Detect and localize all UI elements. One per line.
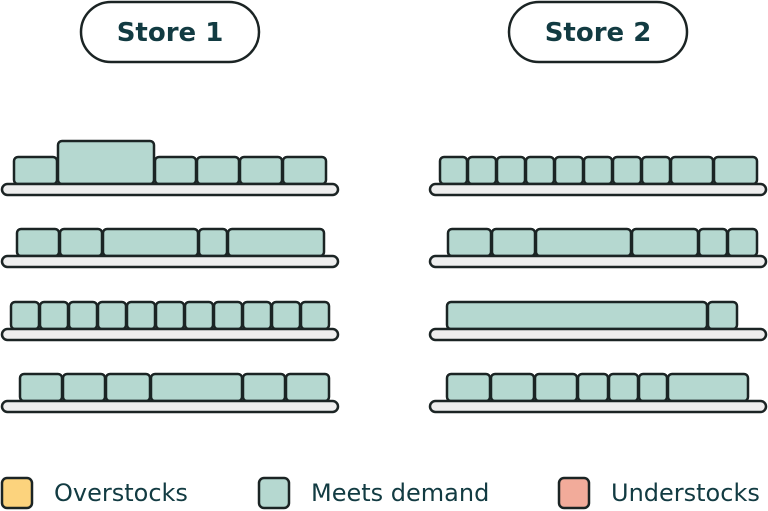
store-2-shelf-3 (428, 300, 768, 342)
shelf-board (428, 254, 768, 269)
product-box (445, 300, 709, 331)
product-box (153, 155, 198, 186)
legend-swatch-meets-demand (257, 476, 291, 510)
product-box (630, 227, 700, 258)
product-box (438, 155, 469, 186)
store-2-shelf-1 (428, 155, 768, 197)
product-box (195, 155, 241, 186)
store-1-label-group: Store 1 (79, 0, 261, 64)
product-box (15, 227, 61, 258)
store-2-shelf-4 (428, 372, 768, 414)
product-box (534, 227, 633, 258)
product-box (533, 372, 579, 403)
store-1-shelf-4 (0, 372, 340, 414)
product-box (183, 300, 215, 331)
store-1-shelf-2 (0, 227, 340, 269)
product-box (125, 300, 157, 331)
product-box (489, 372, 536, 403)
legend-swatch-understocks (557, 476, 591, 510)
product-box (101, 227, 200, 258)
legend-label-understocks: Understocks (611, 479, 760, 507)
product-box (104, 372, 152, 403)
store-2-label: Store 2 (545, 18, 652, 48)
product-box (445, 372, 492, 403)
product-box (299, 300, 331, 331)
legend-swatch-overstocks (0, 476, 34, 510)
product-box (490, 227, 537, 258)
product-box (495, 155, 527, 186)
store-2-label-group: Store 2 (507, 0, 689, 64)
shelf-board (0, 254, 340, 269)
product-box (67, 300, 99, 331)
product-box (154, 300, 186, 331)
product-box (576, 372, 610, 403)
product-box (640, 155, 672, 186)
product-box (9, 300, 41, 331)
product-box (284, 372, 331, 403)
product-box (238, 155, 284, 186)
product-box (18, 372, 64, 403)
product-box (582, 155, 614, 186)
store-1-shelf-3 (0, 300, 340, 342)
product-box (666, 372, 750, 403)
store-1-label-pill (79, 0, 261, 64)
product-box (712, 155, 759, 186)
product-box (149, 372, 244, 403)
store-2-label-pill (507, 0, 689, 64)
shelf-board (0, 182, 340, 197)
legend: Overstocks Meets demand Understocks (0, 476, 760, 510)
product-box (706, 300, 739, 331)
legend-label-overstocks: Overstocks (54, 479, 188, 507)
product-box (270, 300, 302, 331)
product-box (12, 155, 59, 186)
product-box (669, 155, 715, 186)
product-box (38, 300, 70, 331)
legend-item-meets-demand: Meets demand (257, 476, 489, 510)
product-box (524, 155, 556, 186)
product-box (611, 155, 643, 186)
product-box (281, 155, 328, 186)
product-box (241, 372, 287, 403)
product-box (58, 227, 104, 258)
legend-label-meets-demand: Meets demand (311, 479, 489, 507)
shelf-board (0, 327, 340, 342)
product-box (553, 155, 585, 186)
store-1-shelf-1 (0, 139, 340, 197)
store-2-shelves (428, 155, 768, 414)
product-box (446, 227, 493, 258)
shelf-board (428, 327, 768, 342)
store-1-shelves (0, 139, 340, 414)
product-box (96, 300, 128, 331)
product-box (197, 227, 229, 258)
store-2-shelf-2 (428, 227, 768, 269)
product-box (726, 227, 759, 258)
product-box (241, 300, 273, 331)
store-1-label: Store 1 (117, 18, 224, 48)
shelf-board (428, 399, 768, 414)
product-box (697, 227, 729, 258)
product-box (212, 300, 244, 331)
product-box (226, 227, 326, 258)
product-box (466, 155, 498, 186)
shelf-board (0, 399, 340, 414)
product-box (61, 372, 107, 403)
shelf-board (428, 182, 768, 197)
legend-item-overstocks: Overstocks (0, 476, 188, 510)
legend-item-understocks: Understocks (557, 476, 760, 510)
product-box (56, 139, 156, 186)
product-box (607, 372, 640, 403)
product-box (637, 372, 669, 403)
